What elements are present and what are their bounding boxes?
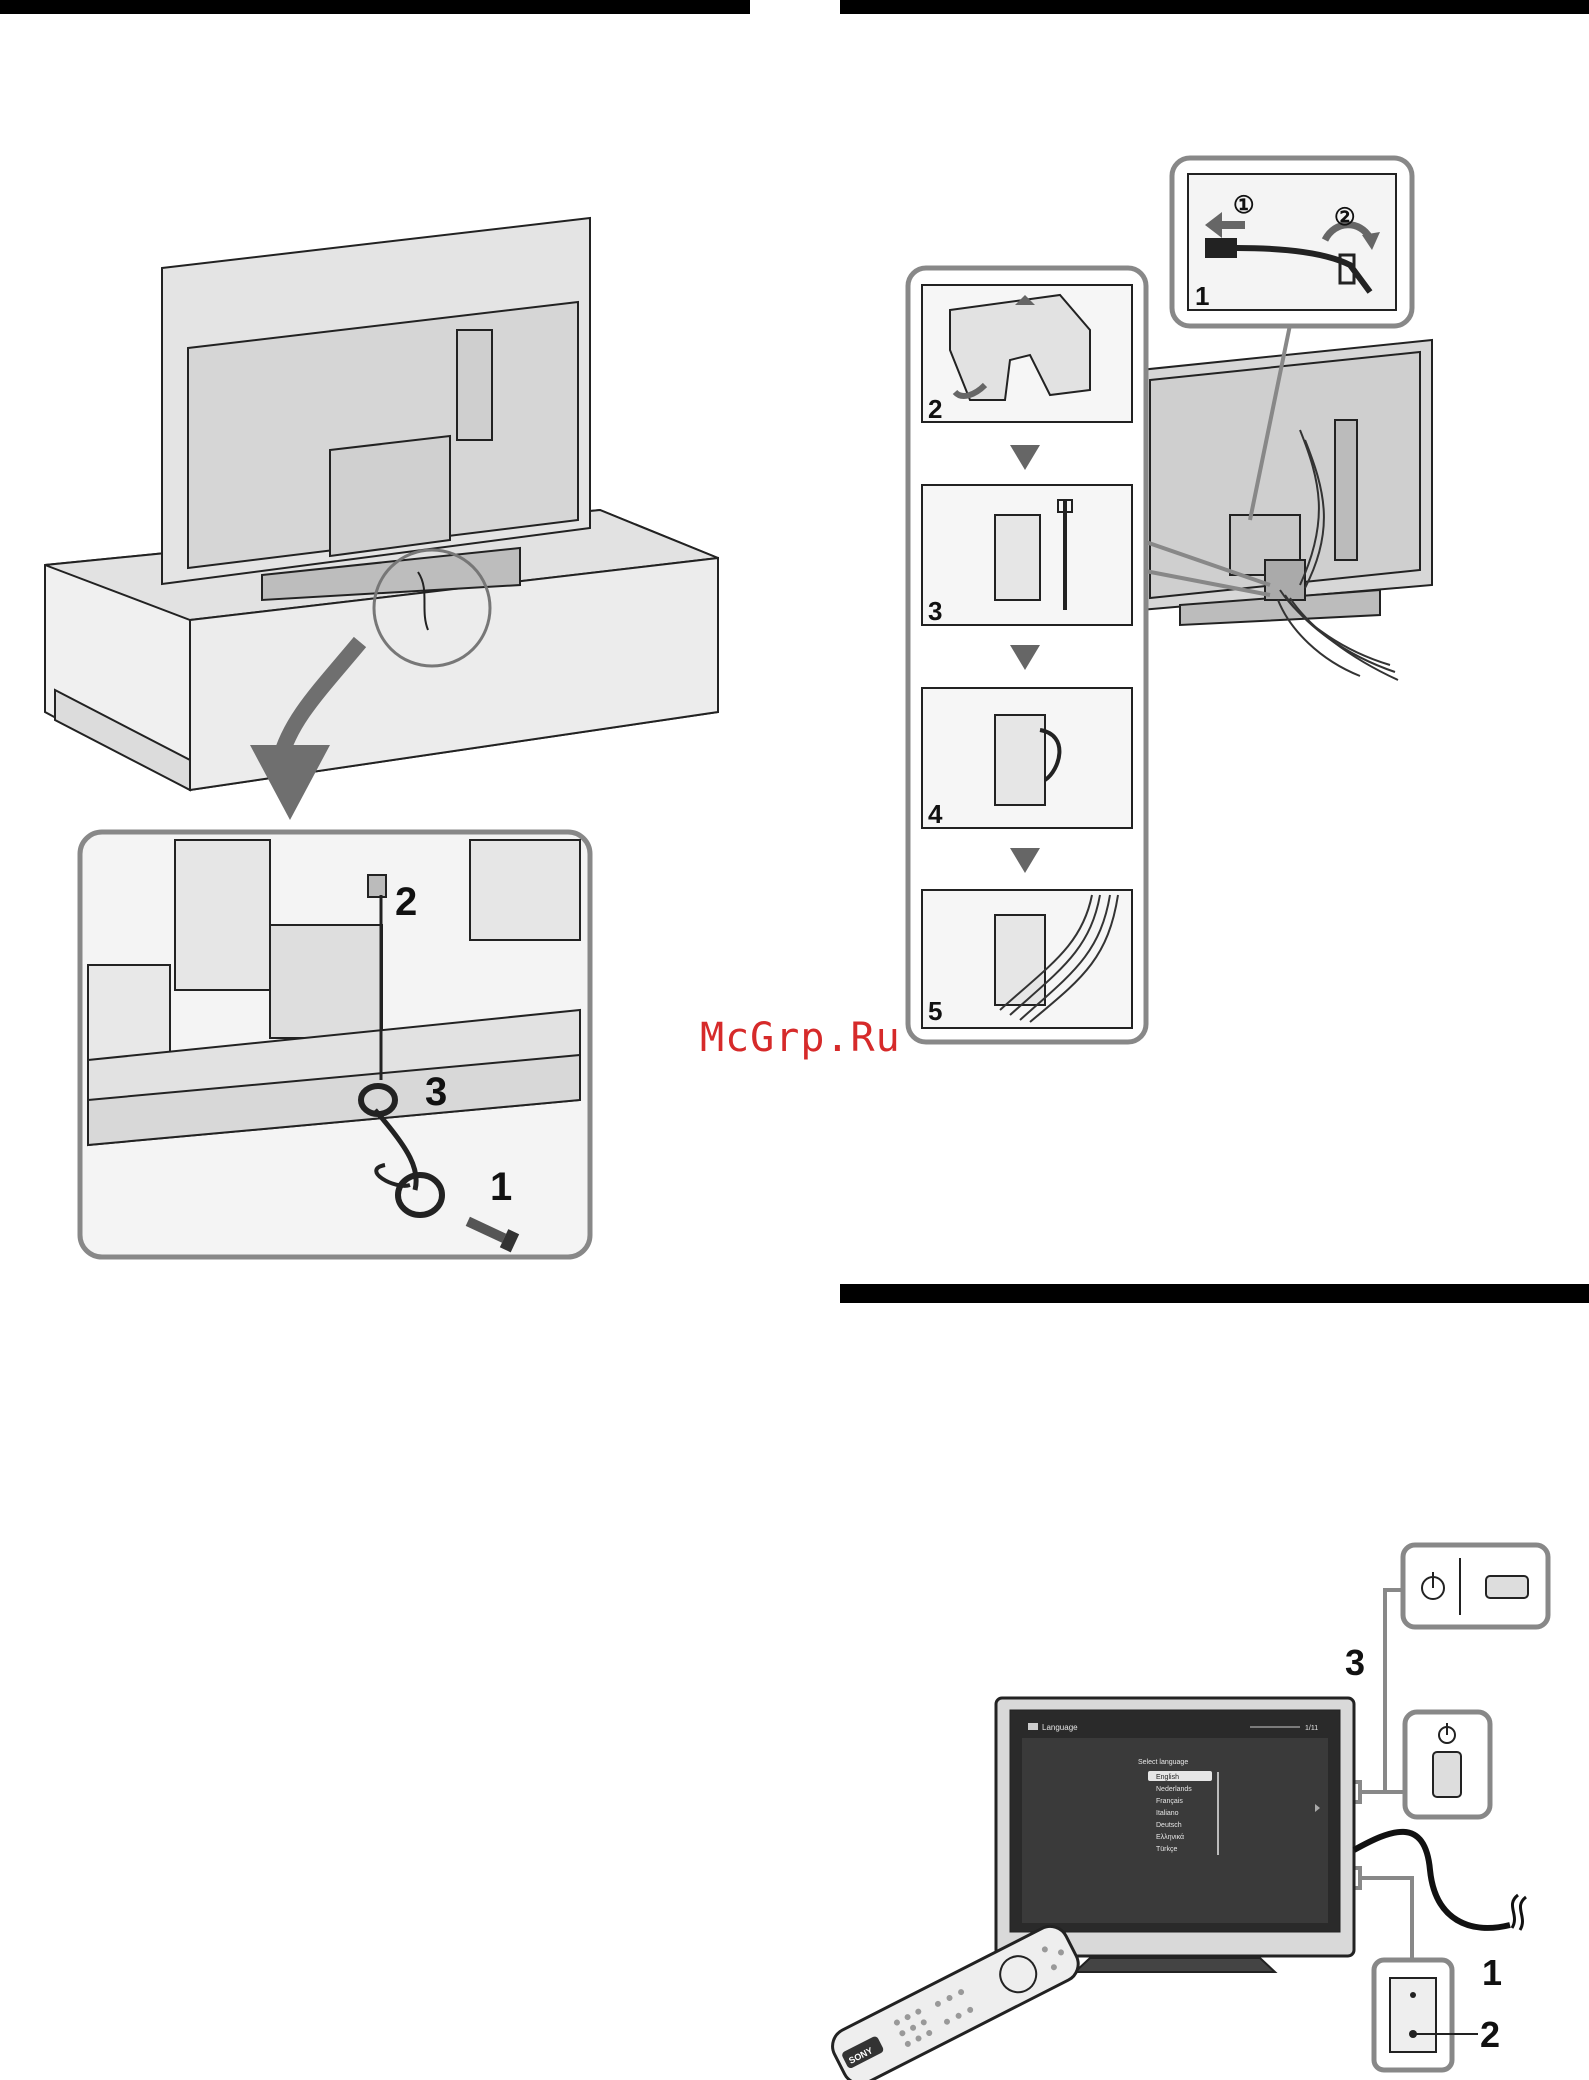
language-option-turkish[interactable]: Türkçe <box>1156 1846 1178 1853</box>
screen-prompt: Select language <box>1138 1759 1188 1766</box>
language-option-deutsch[interactable]: Deutsch <box>1156 1822 1182 1829</box>
language-option-greek[interactable]: Ελληνικά <box>1156 1833 1184 1841</box>
language-option-english[interactable]: English <box>1156 1774 1179 1781</box>
setup-callout-1: 1 <box>1482 1952 1502 1993</box>
setup-callout-2: 2 <box>1480 2014 1500 2055</box>
screen-header-title: Language <box>1042 1723 1078 1732</box>
setup-callout-3: 3 <box>1345 1642 1365 1683</box>
language-option-nederlands[interactable]: Nederlands <box>1156 1786 1192 1793</box>
screen-header-page: 1/11 <box>1305 1725 1318 1732</box>
home-icon <box>1028 1723 1038 1730</box>
language-option-italiano[interactable]: Italiano <box>1156 1810 1179 1817</box>
language-option-francais[interactable]: Français <box>1156 1798 1183 1805</box>
